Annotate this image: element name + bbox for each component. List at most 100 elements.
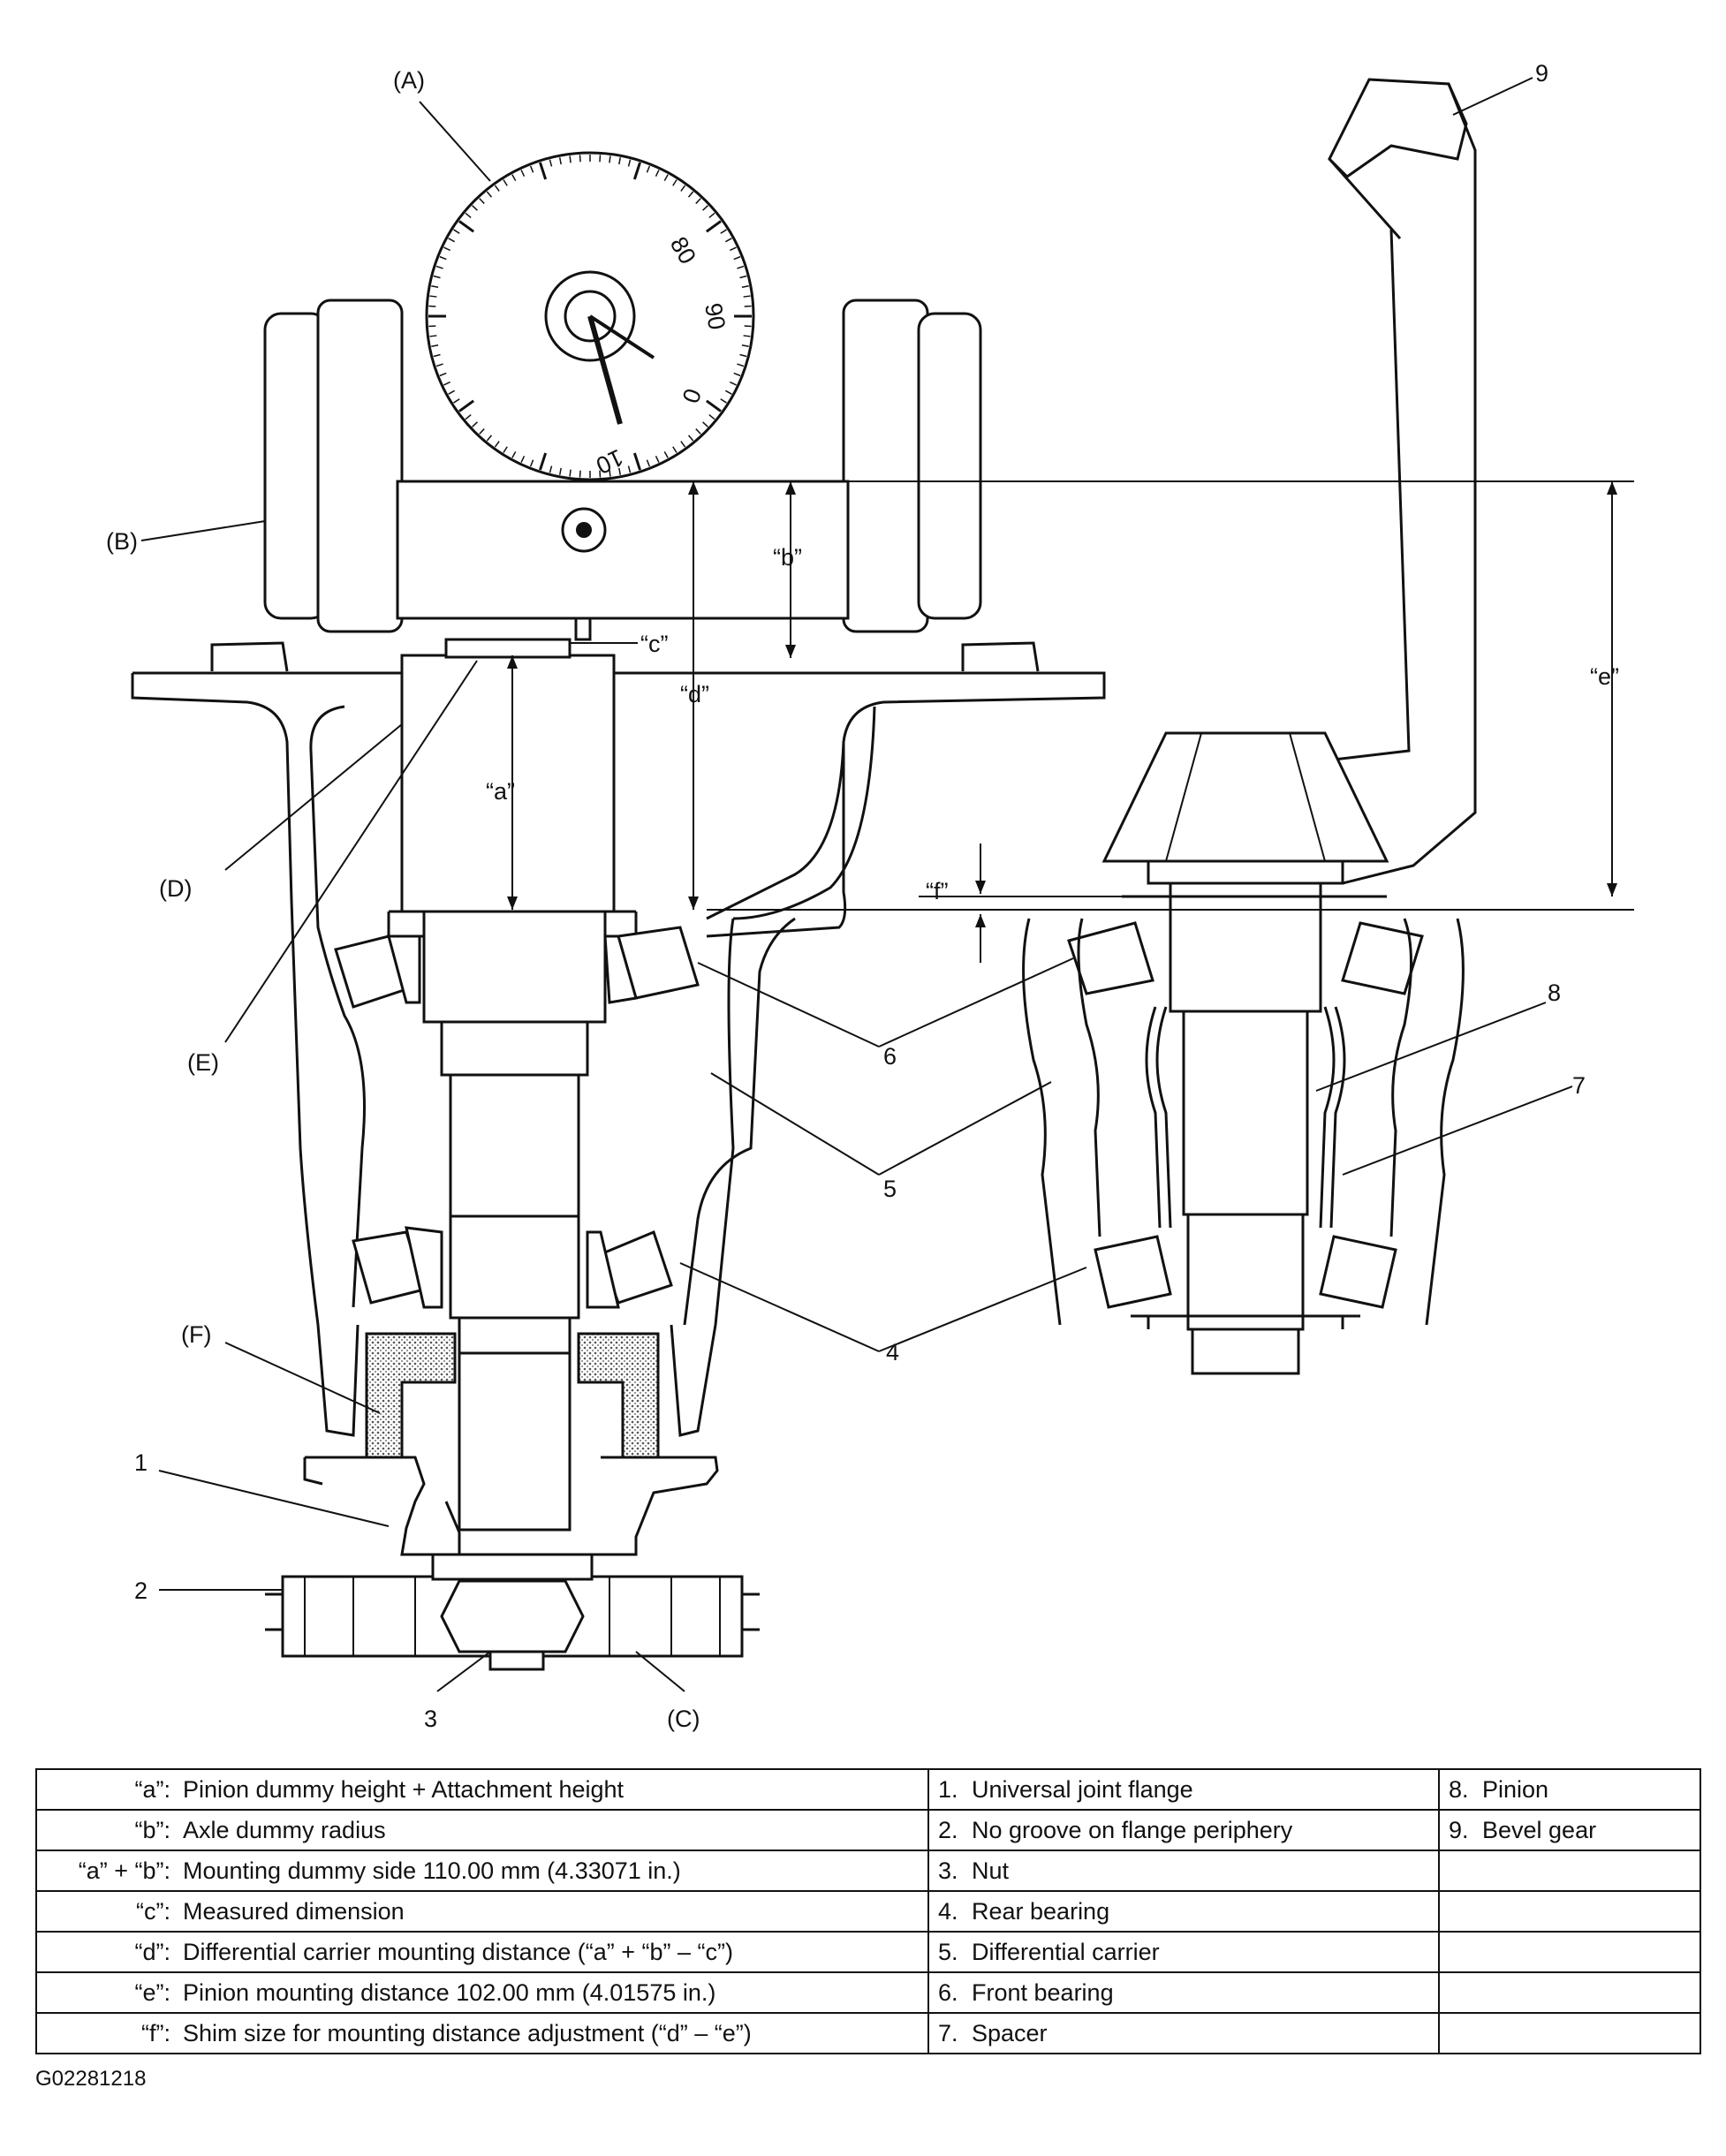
dial-tick [724,238,732,243]
legend-part: 3.Nut [927,1850,1440,1892]
legend-row: “e”:Pinion mounting distance 102.00 mm (… [35,1971,1701,2014]
dial-tick [448,238,456,243]
dial-tick [435,265,443,269]
callout-2: 2 [134,1577,148,1604]
dial-tick [687,435,694,442]
callout-leaders [140,77,1573,1692]
dial-tick [737,265,745,269]
dial-tick [599,155,602,163]
dial-tick [702,205,708,211]
left-assembly: 80 90 0 10 [131,151,1106,1671]
dial-tick [695,428,701,435]
dial-tick [730,381,737,386]
legend-part-extra [1438,1971,1701,2014]
dial-tick [433,275,441,279]
legend-part: 6. Front bearing [927,1971,1440,2014]
dial-tick [705,220,722,233]
dial-number-90: 90 [700,301,731,332]
legend-dimension-key: “e”: [35,1971,178,2014]
dial-tick [453,229,460,234]
dial-tick [672,179,678,186]
legend-row: “a”:Pinion dummy height + Attachment hei… [35,1768,1701,1811]
callout-5: 5 [883,1176,897,1202]
pinion-dummy [400,654,616,913]
figure-id: G02281218 [35,2067,147,2091]
dial-tick [618,467,622,475]
legend-dimension-text: Axle dummy radius [178,1809,929,1851]
legend-part: 4.Rear bearing [927,1890,1440,1933]
dial-tick [680,185,686,192]
legend-part-number: 7. [938,2020,958,2046]
dial-tick [539,162,548,180]
dial-tick [494,441,500,448]
carrier-flange [132,671,1106,938]
locking-screw-icon [561,507,607,553]
dial-tick [720,229,727,234]
dial-tick [702,421,708,427]
dial-tick [465,413,472,420]
legend-part: 2.No groove on flange periphery [927,1809,1440,1851]
legend-part-number: 8. [1449,1776,1469,1803]
dial-tick [448,390,456,395]
right-assembly [1022,78,1477,1375]
dial-tick [579,470,581,478]
dial-tick [520,170,526,177]
dial-tick [439,372,447,377]
dial-tick [743,295,751,298]
callout-9: 9 [1535,60,1548,87]
dial-tick [472,421,478,427]
legend-part-number: 6. [938,1979,958,2006]
legend-dimension-key: “b”: [35,1809,178,1851]
dial-tick [428,305,436,307]
dial-tick [503,446,508,453]
legend-part-text: Front bearing [972,1979,1114,2006]
dial-tick [431,344,439,348]
legend-part-extra: 9. Bevel gear [1438,1809,1701,1851]
callout-B: (B) [106,528,138,555]
dial-tick [486,191,493,198]
legend-dimension-key: “a”: [35,1768,178,1811]
legend-part-text: Spacer [972,2020,1048,2046]
dim-label-a: “a” [486,778,515,805]
dial-tick [744,305,752,307]
dial-tick [609,469,611,477]
legend-part-text: Nut [972,1857,1010,1884]
dial-tick [494,185,500,192]
dial-tick [549,465,553,473]
legend-part: 7. Spacer [927,2012,1440,2054]
dial-tick [609,155,611,163]
legend-part-extra [1438,1931,1701,1973]
legend-part-text: Bevel gear [1482,1817,1597,1843]
legend-dimension-text: Differential carrier mounting distance (… [178,1931,929,1973]
dial-tick [429,335,437,337]
dial-tick [741,344,749,348]
dial-tick [431,284,439,288]
legend-part-extra [1438,1890,1701,1933]
dial-tick [443,246,450,252]
dial-tick [680,441,686,448]
callout-F: (F) [181,1321,211,1348]
dial-tick [429,295,437,298]
legend-dimension-key: “c”: [35,1890,178,1933]
pinion-adjustment-diagram: 80 90 0 10 [106,60,1634,1732]
dial-tick [435,363,443,367]
callout-3: 3 [424,1706,437,1732]
dial-tick [458,399,475,412]
callout-4: 4 [886,1339,899,1365]
dial-tick [627,465,632,473]
dial-tick [453,398,460,404]
dial-tick [486,435,493,442]
dial-tick [632,452,641,471]
dial-ticks [428,155,752,478]
dim-label-e: “e” [1590,663,1619,690]
dial-tick [737,363,745,367]
legend-table: “a”:Pinion dummy height + Attachment hei… [35,1768,1701,2054]
dial-tick [730,246,737,252]
legend-part-number: 1. [938,1776,958,1803]
dial-tick [443,381,450,386]
legend-row: “d”:Differential carrier mounting distan… [35,1931,1701,1973]
legend-part-extra [1438,1850,1701,1892]
dial-tick [465,212,472,219]
legend-part-number: 9. [1449,1817,1469,1843]
dial-tick [472,205,478,211]
